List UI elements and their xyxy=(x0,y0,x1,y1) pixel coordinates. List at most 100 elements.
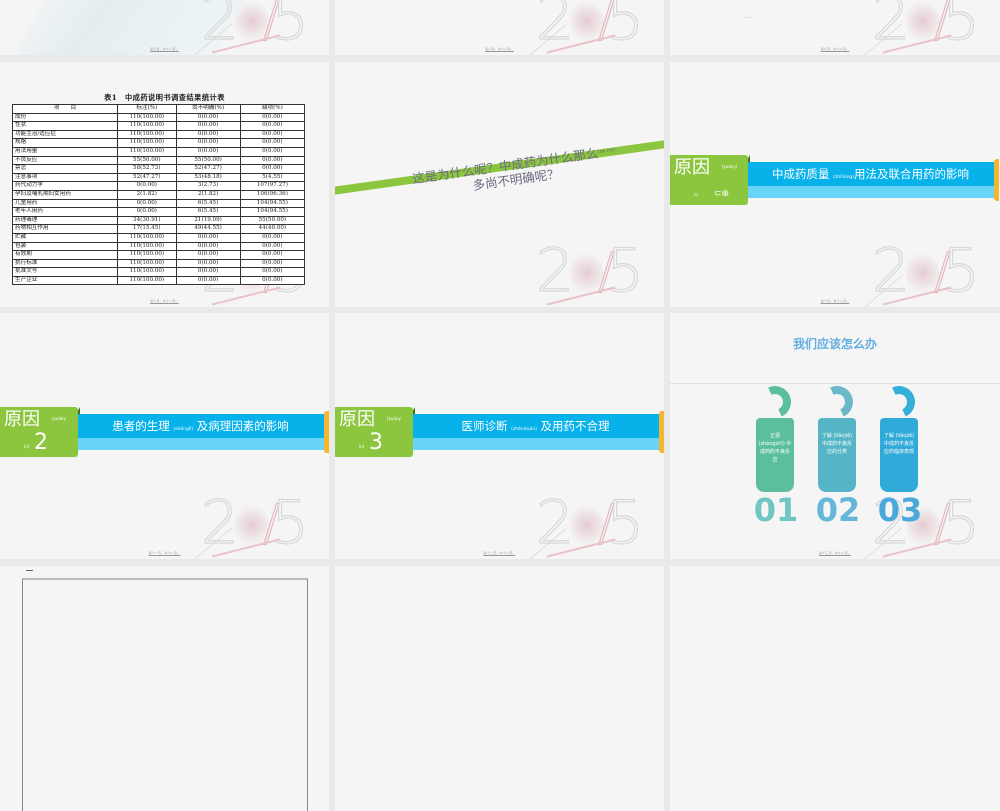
banner-end-cap xyxy=(994,159,999,201)
table-cell: 2(1.82) xyxy=(117,189,177,200)
reason-label: 原因 xyxy=(339,409,375,430)
table-cell: 110(100.00) xyxy=(117,258,177,269)
slide-thumbnail-8[interactable]: 原因 (yuány īn) 3 医师诊断 (zhěnduàn) 及用药不合理 第… xyxy=(335,313,664,559)
reason-number: 3 xyxy=(369,430,383,455)
horse-icon xyxy=(235,1,269,41)
watermark-2015: 2/5 xyxy=(535,0,645,54)
slide-thumbnail-12[interactable] xyxy=(670,566,1000,811)
table-cell: 0(0.00) xyxy=(175,146,241,157)
table-cell: 55(50.00) xyxy=(117,155,177,166)
hook-shape xyxy=(878,381,920,423)
tag-number: 01 xyxy=(753,491,799,529)
table-cell: 0(0.00) xyxy=(239,267,306,277)
table-cell: 0(0.00) xyxy=(175,250,241,260)
column-header: 缺项(%) xyxy=(239,104,306,114)
table-cell: 不良反应 xyxy=(11,155,119,166)
slide-thumbnail-11[interactable] xyxy=(335,566,664,811)
table-cell: 用法用量 xyxy=(11,146,119,157)
slide-thumbnail-10[interactable] xyxy=(0,566,329,811)
table-cell: 110(100.00) xyxy=(117,146,177,157)
divider-line xyxy=(670,383,1000,384)
table-cell: 0(0.00) xyxy=(117,198,177,209)
table-cell: 2(1.82) xyxy=(175,189,241,200)
horse-icon xyxy=(570,1,604,41)
slide-thumbnail-7[interactable]: 原因 (yuány īn) 2 患者的生理 (shēnglǐ) 及病理因素的影响… xyxy=(0,313,329,559)
table-cell: 0(0.00) xyxy=(175,129,241,140)
tag-number: 02 xyxy=(815,491,861,529)
table-cell: 55(50.00) xyxy=(239,215,306,226)
table-cell: 0(0.00) xyxy=(175,121,241,131)
table-cell: 孕妇及哺乳期妇女用药 xyxy=(11,189,119,200)
table-cell: 0(0.00) xyxy=(239,138,306,148)
slide-thumbnail-4[interactable]: 2/5 表1 中成药说明书调查结果统计表 项 目 标注(%) 尚不明确(%) 缺… xyxy=(0,62,329,307)
table-cell: 执行标准 xyxy=(11,258,119,269)
slide-footer: 第八页，共十八页。 xyxy=(485,47,514,51)
watermark-2015: 2/5 xyxy=(535,236,645,306)
slide-thumbnail-3[interactable]: —— — 第九页，共十八页。 2/5 xyxy=(670,0,1000,55)
reason-label-block: 原因 (yuány īn) 3 xyxy=(335,407,413,457)
question-text: 这是为什么呢？中成药为什么那么(nà me) 多尚不明确呢？ xyxy=(411,145,616,193)
table-cell: 110(100.00) xyxy=(117,138,177,148)
slide-thumbnail-6[interactable]: 原因 (yuányī n) ⊂⊕ 中成药质量 (zhìliàng)用法及联合用药… xyxy=(670,62,1000,307)
slide-tiny-text: —— — xyxy=(743,15,753,19)
table-title: 表1 中成药说明书调查结果统计表 xyxy=(104,93,225,102)
table-cell: 0(0.00) xyxy=(239,164,306,174)
table-cell: 禁忌 xyxy=(11,164,119,174)
table-cell: 21(19.09) xyxy=(175,215,241,226)
hook-shape xyxy=(754,381,796,423)
table-cell: 0(0.00) xyxy=(239,155,306,166)
column-header: 尚不明确(%) xyxy=(175,104,241,114)
reason-heading: 患者的生理 (shēnglǐ) 及病理因素的影响 xyxy=(112,419,289,433)
column-header: 项 目 xyxy=(11,104,119,114)
tag-number: 03 xyxy=(877,491,923,529)
hook-shape xyxy=(816,381,858,423)
table-cell: 17(15.45) xyxy=(117,224,177,234)
slide-thumbnail-5[interactable]: 这是为什么呢？中成药为什么那么(nà me) 多尚不明确呢？ 2/5 xyxy=(335,62,664,307)
slide-title: 我们应该怎么办 xyxy=(792,337,877,351)
table-cell: 注意事项 xyxy=(11,172,119,183)
reason-heading: 医师诊断 (zhěnduàn) 及用药不合理 xyxy=(461,419,610,433)
horse-icon xyxy=(906,505,940,545)
watermark-2015: 2/5 xyxy=(200,0,310,54)
table-cell: 贮藏 xyxy=(11,232,119,243)
slide-mark xyxy=(26,570,33,571)
slide-thumbnail-1[interactable]: 第七页，共十八页。 2/5 xyxy=(0,0,329,55)
reason-heading-bar: 患者的生理 (shēnglǐ) 及病理因素的影响 xyxy=(76,414,325,450)
slide-thumbnail-9[interactable]: 2/5 我们应该怎么办 正视 (zhèngshì) 中成药的不良反应 01 了解… xyxy=(670,313,1000,559)
table-cell: 5(4.55) xyxy=(239,172,306,183)
table-cell: 6(5.45) xyxy=(175,207,241,217)
table-cell: 有效期 xyxy=(11,250,119,260)
table-header-row: 项 目 标注(%) 尚不明确(%) 缺项(%) xyxy=(11,104,306,114)
reason-banner: 原因 (yuány īn) 3 医师诊断 (zhěnduàn) 及用药不合理 xyxy=(335,407,664,457)
horse-icon xyxy=(906,1,940,41)
reason-label: 原因 xyxy=(4,409,40,430)
slide-footer: 第九页，共十八页。 xyxy=(820,47,850,51)
slide-thumbnail-2[interactable]: 第八页，共十八页。 2/5 xyxy=(335,0,664,55)
table-cell: 0(0.00) xyxy=(175,258,241,269)
slide-footer: 第七页，共十八页。 xyxy=(150,47,179,51)
tag-text: 了解 (liǎojiě) 中成药不良反应的临床表现 xyxy=(883,433,915,455)
table-cell: 44(40.00) xyxy=(239,224,306,234)
door-hanger-tag-2: 了解 (liǎojiě) 中成药不良反应的分类 02 xyxy=(816,381,860,527)
table-cell: 110(100.00) xyxy=(117,121,177,131)
table-cell: 49(44.55) xyxy=(175,224,241,234)
table-cell: 110(100.00) xyxy=(117,250,177,260)
reason-heading-bar: 中成药质量 (zhìliàng)用法及联合用药的影响 xyxy=(746,162,995,198)
table-cell: 0(0.00) xyxy=(239,121,306,131)
column-header: 标注(%) xyxy=(117,104,177,114)
table-cell: 批准文号 xyxy=(11,267,119,277)
reason-banner: 原因 (yuány īn) 2 患者的生理 (shēnglǐ) 及病理因素的影响 xyxy=(0,407,329,457)
table-cell: 药代动力学 xyxy=(11,181,119,191)
content-frame xyxy=(22,578,308,811)
